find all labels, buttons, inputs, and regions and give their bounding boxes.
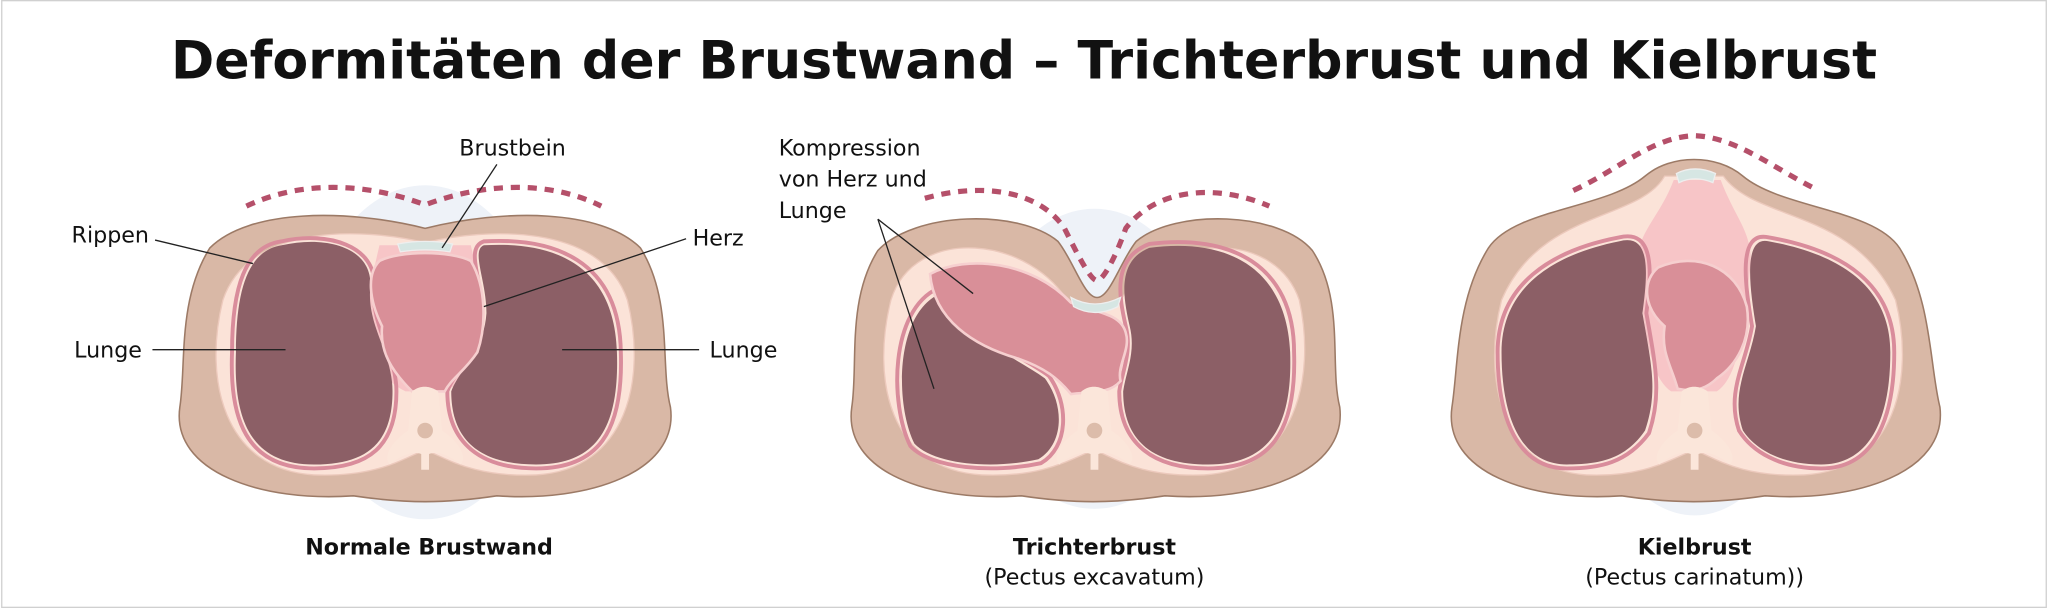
caption-pectus-excavatum: Trichterbrust <box>1013 535 1177 561</box>
label-lung-left: Lunge <box>74 337 142 363</box>
pectus-excavatum-figure <box>850 187 1341 509</box>
right-lung <box>1738 240 1891 465</box>
label-heart: Herz <box>693 225 744 251</box>
heart <box>928 262 1129 396</box>
leader-lines <box>152 164 974 390</box>
label-ribs: Rippen <box>72 223 149 249</box>
left-lung <box>1501 240 1653 465</box>
pectus-carinatum-figure <box>1450 133 1942 516</box>
subcaption-pectus-carinatum: (Pectus carinatum)) <box>1585 565 1804 591</box>
right-lung <box>451 244 618 465</box>
label-compression-1: Kompression <box>779 135 921 161</box>
caption-normal: Normale Brustwand <box>305 535 553 561</box>
chest-contour-dashed <box>1572 133 1820 193</box>
sternum <box>1069 296 1122 314</box>
label-compression-2: von Herz und <box>779 167 927 193</box>
chest-contour-dashed <box>245 184 603 209</box>
sternum <box>396 240 454 253</box>
normal-chest-figure <box>178 184 672 520</box>
heart <box>369 251 485 393</box>
label-sternum: Brustbein <box>459 135 566 161</box>
sternum <box>1675 168 1717 184</box>
left-lung <box>235 241 393 465</box>
left-lung <box>901 293 1059 465</box>
subcaption-pectus-excavatum: (Pectus excavatum) <box>985 565 1205 591</box>
label-lung-right: Lunge <box>710 337 778 363</box>
right-lung <box>1123 245 1291 465</box>
chest-contour-dashed <box>924 187 1271 284</box>
caption-pectus-carinatum: Kielbrust <box>1638 535 1752 561</box>
page-title: Deformitäten der Brustwand – Trichterbru… <box>171 31 1877 91</box>
heart <box>1645 259 1750 392</box>
label-compression-3: Lunge <box>779 198 847 224</box>
